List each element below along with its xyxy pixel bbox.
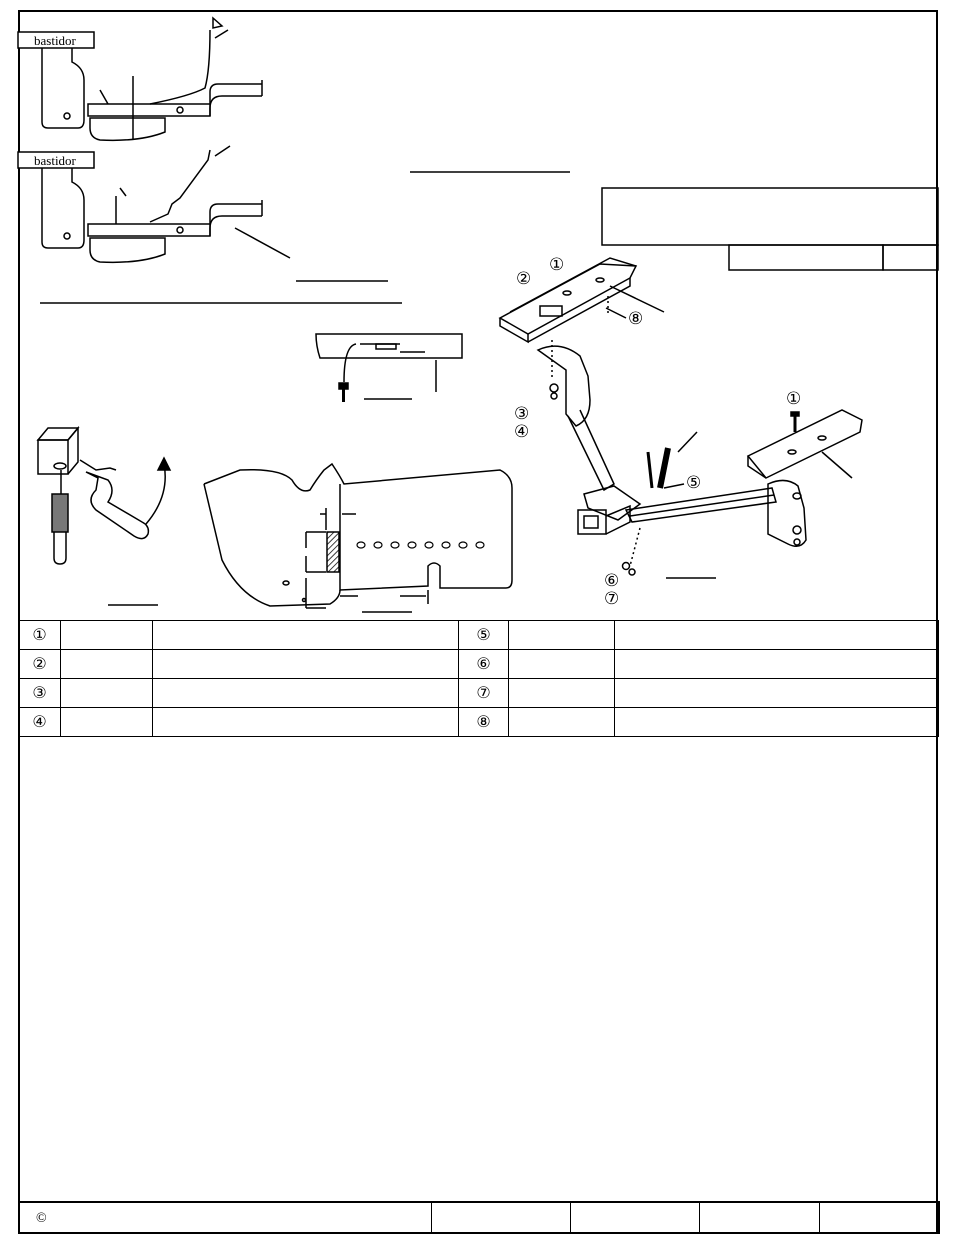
frame-label-box-bottom — [17, 151, 95, 169]
parts-table: ① ⑤ ② ⑥ ③ ⑦ ④ ⑧ — [18, 620, 939, 737]
table-row: ② ⑥ — [18, 649, 939, 679]
frame-label-box-top — [17, 31, 95, 49]
drill-bit-icon — [51, 493, 69, 533]
receiver-tube — [577, 509, 607, 535]
callout-numbers: ① ② ⑧ ③ ④ ① ⑤ ⑥ ⑦ — [514, 255, 801, 609]
bolt-detail — [315, 333, 463, 402]
arrow-right-channel — [821, 451, 853, 479]
side-view-upper: bastidor — [17, 16, 263, 142]
arrow-fascia-upper — [214, 29, 229, 39]
hitch-tube-upper — [87, 103, 211, 117]
part-number-cell: ⑥ — [458, 649, 509, 679]
callout-7: ⑦ — [604, 589, 619, 609]
callout-5: ⑤ — [686, 473, 701, 493]
callout-6: ⑥ — [604, 571, 619, 591]
callout-3: ③ — [514, 404, 529, 424]
part-number-cell: ④ — [18, 707, 61, 737]
label-box-b — [882, 244, 939, 271]
hitch-tube-lower — [87, 223, 211, 237]
part-number-cell: ① — [18, 620, 61, 650]
left-arm — [567, 409, 615, 492]
receiver-lower — [209, 203, 262, 224]
callout-2: ② — [516, 269, 531, 289]
exploded-view — [498, 257, 863, 579]
footer-cell-1 — [432, 1203, 571, 1234]
copyright-symbol: © — [36, 1211, 47, 1226]
frame-label-top: bastidor — [34, 33, 77, 48]
drilling-template — [203, 462, 513, 613]
arrow-left-channel — [609, 285, 665, 313]
label-box-a — [728, 244, 884, 271]
callout-8: ⑧ — [628, 309, 643, 329]
square-tube-icon — [37, 439, 69, 475]
frame-bracket-upper — [41, 48, 85, 129]
arrow-fascia-lower — [214, 145, 231, 157]
part-number-cell: ② — [18, 649, 61, 679]
fascia-outline-upper — [149, 29, 211, 105]
left-bracket — [536, 345, 591, 427]
right-frame-channel — [746, 409, 863, 479]
arrow-center-bolt — [677, 431, 698, 453]
receiver-plate — [583, 485, 642, 521]
installation-diagram: bastidor bastidor — [17, 16, 939, 613]
drill-tool-detail — [36, 425, 172, 606]
frame-label-bottom: bastidor — [34, 153, 77, 168]
note-box — [601, 187, 939, 246]
carriage-bolt-icon — [338, 382, 349, 390]
arrow-receiver-lower — [234, 227, 291, 259]
callout-4: ④ — [514, 422, 529, 442]
part-number-cell: ⑧ — [458, 707, 509, 737]
table-row: ① ⑤ — [18, 620, 939, 650]
wrench-icon — [85, 471, 150, 540]
table-row: ④ ⑧ — [18, 707, 939, 737]
footer-cell-3 — [700, 1203, 820, 1234]
copyright-cell: © — [18, 1203, 432, 1234]
callout-1b: ① — [786, 389, 801, 409]
footer-bar: © — [18, 1201, 940, 1234]
footer-cell-4 — [820, 1203, 940, 1234]
side-view-lower: bastidor — [17, 145, 402, 304]
cross-tube — [624, 487, 777, 523]
callout-1a: ① — [549, 255, 564, 275]
receiver-upper — [209, 83, 262, 104]
fascia-outline-lower — [149, 149, 211, 223]
frame-bracket-lower — [41, 168, 85, 249]
part-number-cell: ③ — [18, 678, 61, 708]
right-bracket — [767, 479, 807, 547]
part-number-cell: ⑤ — [458, 620, 509, 650]
part-number-cell: ⑦ — [458, 678, 509, 708]
footer-cell-2 — [571, 1203, 700, 1234]
table-row: ③ ⑦ — [18, 678, 939, 708]
hatched-area — [326, 531, 340, 573]
